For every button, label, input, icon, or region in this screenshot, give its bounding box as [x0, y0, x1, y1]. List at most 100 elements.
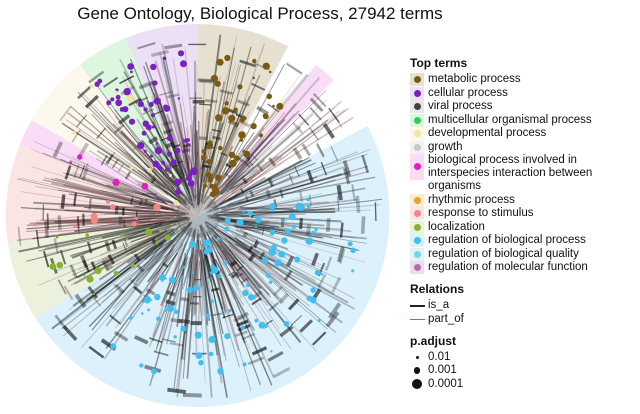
term-node: [152, 80, 158, 86]
edge-is-a: [107, 254, 115, 265]
term-node: [208, 335, 216, 344]
edge-is-a: [87, 286, 98, 299]
edge-part-of: [67, 112, 187, 204]
edge-is-a: [195, 130, 199, 206]
edge-is-a: [165, 141, 175, 149]
edge-is-a: [210, 162, 316, 209]
edge-is-a: [224, 74, 309, 179]
edge-is-a: [137, 250, 174, 302]
edge-is-a: [218, 118, 286, 189]
edge-is-a: [261, 228, 265, 236]
edge-is-a: [220, 152, 228, 157]
term-node: [126, 95, 134, 102]
edge-is-a: [117, 163, 124, 173]
edge-part-of: [206, 239, 265, 330]
term-node: [347, 241, 353, 247]
edge-is-a: [74, 131, 169, 190]
term-node: [147, 168, 152, 173]
edge-is-a: [99, 111, 170, 184]
edge-is-a: [162, 338, 176, 343]
edge-is-a: [199, 240, 218, 356]
edge-is-a: [315, 143, 325, 158]
edge-is-a: [133, 221, 164, 229]
term-node: [224, 260, 228, 265]
edge-is-a: [149, 337, 163, 344]
legend-relation-line: [410, 305, 425, 307]
edge-is-a: [210, 251, 227, 314]
legend-swatch: [410, 207, 424, 220]
edge-is-a: [230, 136, 265, 188]
edge-is-a: [186, 233, 200, 379]
legend-top-term-item: localization: [410, 220, 638, 234]
term-node: [224, 333, 231, 340]
edge-is-a: [130, 230, 161, 243]
edge-is-a: [88, 198, 92, 210]
edge-is-a: [136, 264, 145, 273]
edge-part-of: [194, 248, 200, 315]
edge-is-a: [88, 221, 192, 328]
edge-is-a: [17, 178, 170, 214]
edge-is-a: [217, 156, 253, 195]
edge-is-a: [215, 165, 346, 214]
term-node: [164, 308, 168, 312]
edge-is-a: [83, 206, 186, 215]
edge-is-a: [207, 225, 311, 307]
edge-part-of: [125, 223, 181, 242]
term-node: [317, 218, 321, 222]
edge-is-a: [227, 119, 239, 127]
edge-is-a: [241, 333, 256, 341]
term-node: [110, 97, 115, 102]
edge-part-of: [63, 184, 167, 211]
edge-is-a: [197, 239, 211, 322]
term-node: [218, 145, 223, 151]
edge-is-a: [309, 97, 324, 112]
edge-is-a: [178, 318, 191, 324]
edge-part-of: [179, 121, 191, 180]
edge-is-a: [299, 191, 304, 203]
edge-is-a: [32, 219, 182, 240]
edge-is-a: [222, 232, 349, 304]
legend-top-term-item: multicellular organismal process: [410, 113, 638, 127]
legend-dot: [414, 210, 421, 217]
edge-is-a: [311, 252, 319, 267]
term-node: [234, 155, 240, 161]
term-node: [237, 84, 243, 90]
legend-swatch: [410, 113, 424, 127]
edge-is-a: [169, 342, 184, 347]
term-node: [278, 250, 286, 258]
edge-is-a: [205, 231, 273, 386]
edge-is-a: [113, 221, 193, 309]
edge-is-a: [235, 234, 335, 295]
edge-is-a: [81, 223, 192, 348]
legend-swatch: [410, 247, 424, 261]
term-node: [205, 172, 212, 179]
edge-is-a: [328, 107, 340, 123]
term-node: [143, 107, 148, 112]
legend-dot: [414, 264, 421, 271]
edge-is-a: [230, 100, 342, 194]
term-node: [306, 204, 311, 209]
edge-is-a: [226, 176, 376, 206]
edge-is-a: [115, 238, 184, 328]
edge-is-a: [35, 229, 40, 247]
edge-is-a: [325, 218, 331, 233]
edge-is-a: [279, 188, 284, 199]
term-node: [166, 135, 173, 142]
edge-part-of: [168, 162, 186, 187]
term-node: [188, 172, 193, 177]
edge-is-a: [223, 237, 288, 293]
ontology-network-plot: [6, 24, 390, 408]
term-node: [141, 130, 147, 136]
term-node: [238, 131, 246, 139]
edge-is-a: [206, 221, 265, 262]
term-node: [137, 101, 144, 108]
edge-is-a: [200, 261, 213, 398]
edge-is-a: [247, 245, 254, 253]
term-node: [242, 362, 247, 367]
term-node: [246, 283, 251, 288]
legend-padjust-item: 0.0001: [410, 378, 638, 391]
term-node: [276, 102, 284, 110]
edge-is-a: [203, 162, 249, 210]
edge-is-a: [242, 231, 249, 238]
edge-is-a: [149, 150, 181, 199]
